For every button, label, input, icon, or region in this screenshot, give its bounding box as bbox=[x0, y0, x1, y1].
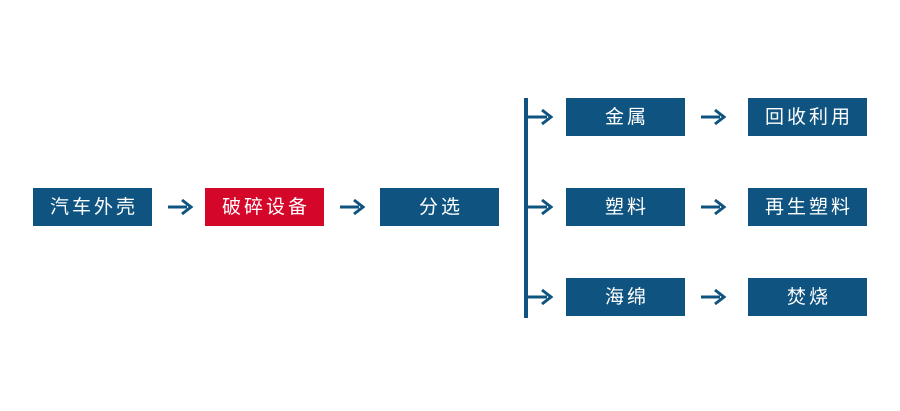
arrow-right-icon bbox=[339, 197, 366, 217]
node-branch-destination-2[interactable]: 焚烧 bbox=[748, 278, 867, 316]
branch-arrow-right-icon bbox=[526, 287, 554, 307]
node-process[interactable]: 破碎设备 bbox=[205, 188, 324, 226]
branch-arrow-right-icon bbox=[526, 107, 554, 127]
node-branch-material-1[interactable]: 塑料 bbox=[566, 188, 685, 226]
node-sort[interactable]: 分选 bbox=[380, 188, 499, 226]
arrow-right-icon bbox=[700, 107, 727, 127]
node-branch-destination-1[interactable]: 再生塑料 bbox=[748, 188, 867, 226]
arrow-right-icon bbox=[700, 287, 727, 307]
branch-arrow-right-icon bbox=[526, 197, 554, 217]
arrow-right-icon bbox=[700, 197, 727, 217]
node-input[interactable]: 汽车外壳 bbox=[33, 188, 152, 226]
node-branch-material-0[interactable]: 金属 bbox=[566, 98, 685, 136]
node-branch-material-2[interactable]: 海绵 bbox=[566, 278, 685, 316]
node-branch-destination-0[interactable]: 回收利用 bbox=[748, 98, 867, 136]
arrow-right-icon bbox=[167, 197, 194, 217]
